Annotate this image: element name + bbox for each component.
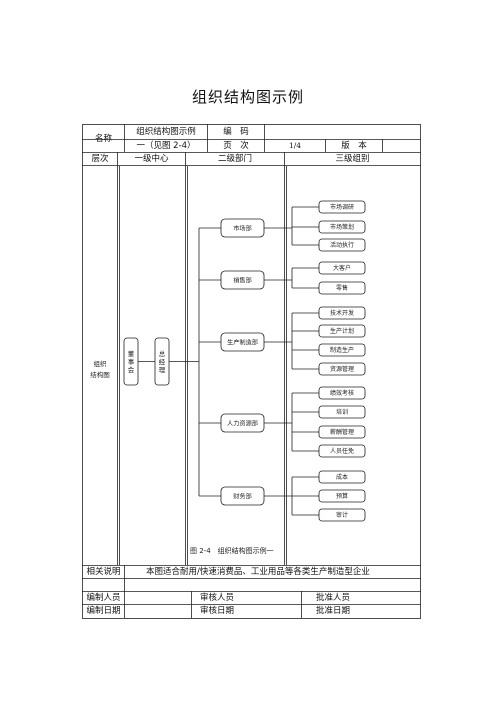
name-value-line1: 组织结构图示例	[136, 127, 196, 137]
group-box	[318, 508, 366, 522]
page-title: 组织结构图示例	[191, 88, 304, 106]
department-name: 销售部	[233, 276, 252, 284]
note-label: 相关说明	[86, 566, 121, 577]
page-value: 1/4	[288, 140, 302, 150]
chart-caption: 图 2-4 组织结构图示例一	[190, 546, 274, 555]
name-value-line2: 一（见图 2-4）	[136, 140, 196, 151]
group-box	[318, 470, 366, 484]
group-box	[318, 425, 366, 439]
group-name: 审计	[336, 511, 348, 519]
general-manager: 总经理	[159, 349, 166, 374]
group-box	[318, 444, 366, 458]
group-name: 预算	[336, 492, 348, 500]
org-chart-label-line1: 组织	[94, 359, 108, 368]
col-third: 三级组别	[335, 153, 370, 164]
edit-date-label: 编制日期	[86, 606, 121, 616]
version-label: 版 本	[341, 140, 367, 151]
group-box	[318, 220, 366, 234]
group-name: 市场策划	[330, 223, 354, 231]
group-name: 活动执行	[330, 241, 354, 249]
department-name: 财务部	[233, 492, 252, 500]
group-box	[318, 343, 366, 357]
col-second: 二级部门	[217, 153, 252, 164]
group-box	[318, 324, 366, 338]
group-name: 市场调研	[330, 203, 354, 211]
group-name: 资源管理	[330, 365, 354, 373]
reviewer-label: 审核人员	[199, 592, 234, 603]
group-name: 制造生产	[330, 346, 354, 354]
group-box	[318, 200, 366, 214]
group-name: 绩效考核	[330, 389, 354, 397]
group-box	[318, 405, 366, 419]
editor-label: 编制人员	[86, 592, 121, 603]
col-level: 层次	[91, 153, 109, 164]
page-label: 页 次	[223, 140, 249, 151]
code-label: 编 码	[223, 127, 249, 137]
group-box	[318, 281, 366, 295]
col-first: 一级中心	[134, 153, 169, 164]
group-box	[318, 362, 366, 376]
group-name: 生产计划	[330, 327, 354, 335]
name-label: 名称	[94, 133, 112, 144]
group-box	[318, 489, 366, 503]
org-chart-label-line2: 结构图	[90, 370, 110, 379]
group-name: 薪酬管理	[330, 428, 354, 436]
group-box	[318, 386, 366, 400]
group-box	[318, 261, 366, 275]
group-name: 技术开发	[330, 309, 354, 317]
department-name: 人力资源部	[227, 419, 258, 427]
group-name: 成本	[336, 473, 348, 481]
group-name: 大客户	[333, 264, 351, 272]
board: 董事会	[128, 349, 135, 374]
department-name: 生产制造部	[227, 338, 258, 346]
approve-date-label: 批准日期	[315, 606, 350, 616]
group-name: 零售	[336, 284, 348, 292]
review-date-label: 审核日期	[199, 606, 234, 616]
group-name: 人员任免	[330, 447, 354, 455]
note-value: 本图适合耐用/快速消费品、工业用品等各类生产制造型企业	[146, 566, 370, 577]
group-box	[318, 306, 366, 320]
department-name: 市场部	[233, 224, 252, 232]
group-box	[318, 238, 366, 252]
approver-label: 批准人员	[315, 592, 350, 603]
group-name: 培训	[336, 408, 348, 416]
